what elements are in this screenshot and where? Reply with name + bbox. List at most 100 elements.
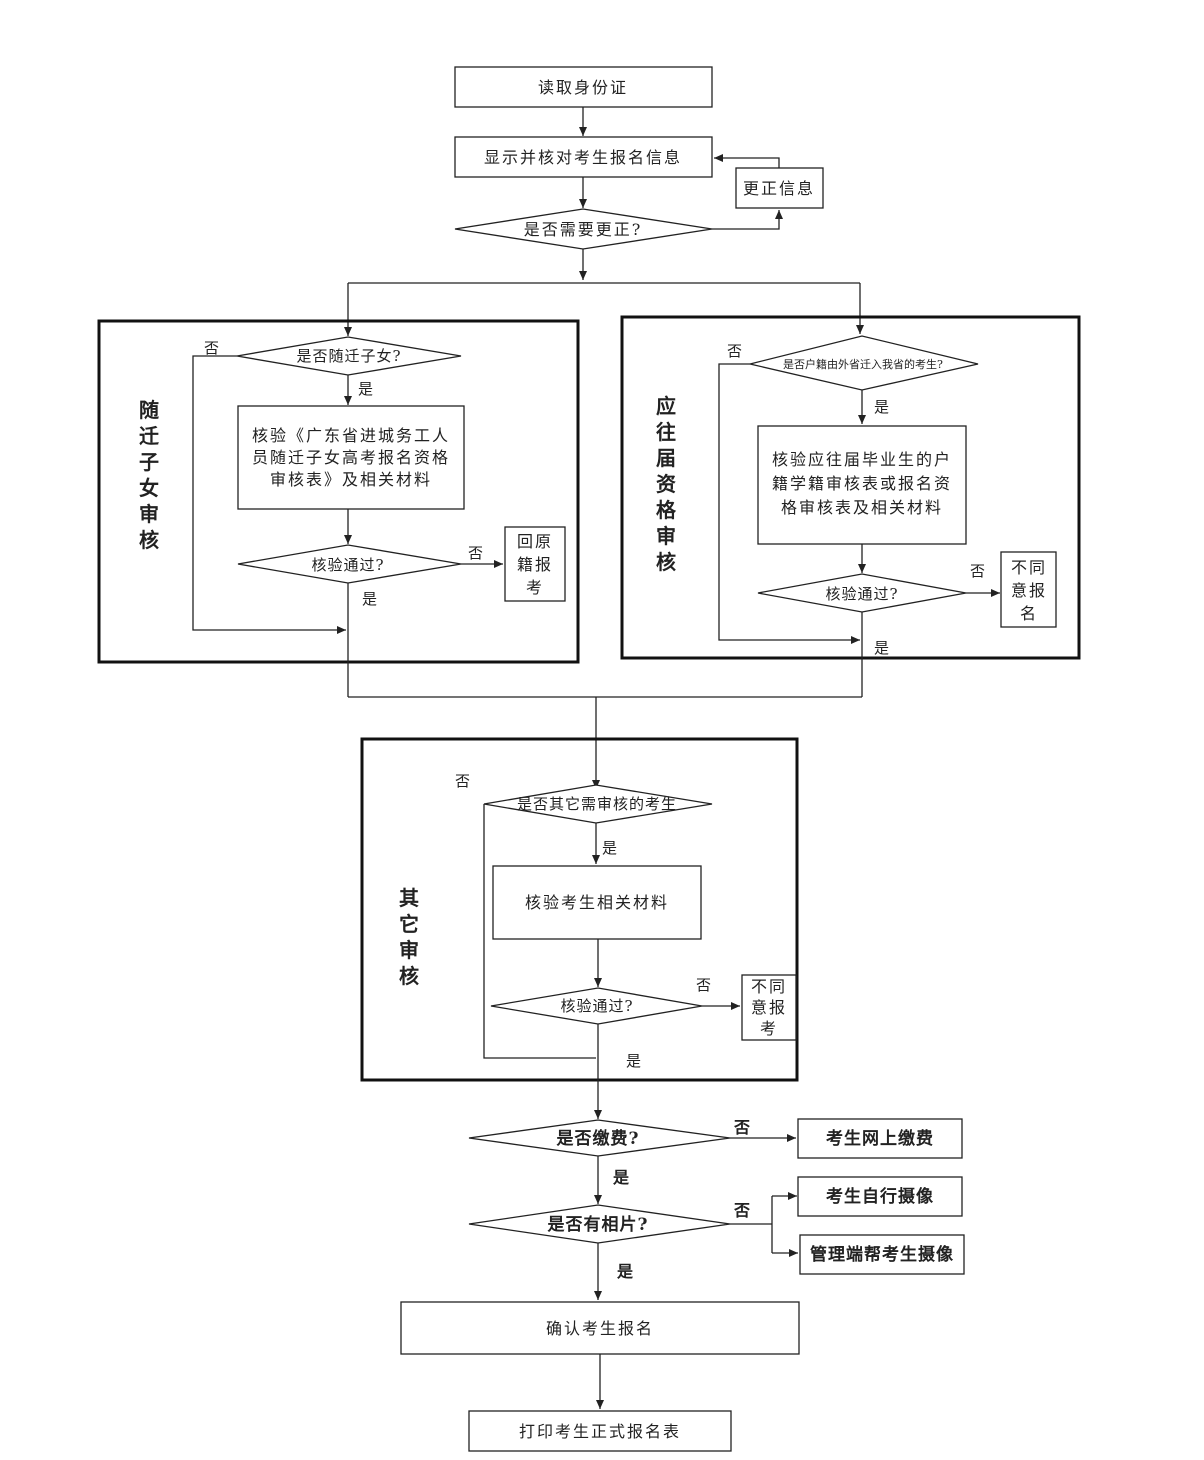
yes-label: 是 (602, 839, 617, 857)
edge-need-correct-to-correct (712, 210, 783, 230)
migrant-question-decision: 是否随迁子女? (236, 336, 462, 376)
photo-question-label: 是否有相片? (548, 1214, 649, 1235)
print-form-node: 打印考生正式报名表 (468, 1410, 732, 1452)
edge-fresh-no-bypass (718, 363, 860, 644)
svg-text:核: 核 (399, 964, 419, 988)
migrant-section-title: 随 迁 子 女 审 核 (139, 398, 159, 552)
migrant-question-label: 是否随迁子女? (296, 347, 401, 365)
svg-text:籍报: 籍报 (517, 555, 553, 574)
migrant-pass-label: 核验通过? (311, 556, 384, 574)
other-verify-label: 核验考生相关材料 (525, 893, 669, 912)
yes-label: 是 (612, 1168, 629, 1187)
svg-text:应: 应 (656, 394, 676, 418)
svg-text:它: 它 (399, 912, 419, 936)
svg-text:格: 格 (656, 498, 677, 522)
svg-text:格审核表及相关材料: 格审核表及相关材料 (781, 498, 943, 517)
yes-label: 是 (874, 639, 889, 657)
no-label: 否 (455, 772, 470, 790)
svg-text:审核表》及相关材料: 审核表》及相关材料 (270, 470, 432, 489)
no-label: 否 (970, 562, 985, 580)
svg-text:名: 名 (1020, 604, 1038, 623)
photo-decision: 是否有相片? (468, 1204, 731, 1244)
display-verify-node: 显示并核对考生报名信息 (454, 136, 713, 178)
fresh-pass-decision: 核验通过? (757, 573, 967, 613)
no-label: 否 (696, 976, 711, 994)
svg-text:审: 审 (656, 524, 676, 548)
online-fee-label: 考生网上缴费 (825, 1128, 934, 1149)
other-pass-label: 核验通过? (560, 997, 633, 1015)
confirm-label: 确认考生报名 (546, 1319, 654, 1338)
no-label: 否 (204, 339, 219, 357)
admin-photo-label: 管理端帮考生摄像 (810, 1244, 954, 1265)
svg-text:往: 往 (656, 420, 676, 444)
svg-text:考: 考 (526, 578, 544, 597)
svg-text:审: 审 (139, 502, 159, 526)
svg-text:资: 资 (656, 472, 676, 496)
fresh-pass-label: 核验通过? (825, 585, 898, 603)
admin-photo-node: 管理端帮考生摄像 (799, 1234, 965, 1275)
need-correct-label: 是否需要更正? (524, 220, 643, 239)
svg-text:其: 其 (399, 886, 419, 910)
self-photo-node: 考生自行摄像 (797, 1176, 963, 1217)
other-section-title: 其 它 审 核 (399, 886, 419, 988)
fee-decision: 是否缴费? (468, 1119, 731, 1157)
svg-text:核验《广东省进城务工人: 核验《广东省进城务工人 (252, 426, 450, 445)
display-verify-label: 显示并核对考生报名信息 (484, 148, 682, 167)
confirm-node: 确认考生报名 (400, 1301, 800, 1355)
other-verify-node: 核验考生相关材料 (492, 865, 702, 940)
print-form-label: 打印考生正式报名表 (519, 1422, 681, 1441)
edge-correct-back-to-display (714, 154, 780, 168)
yes-label: 是 (358, 380, 373, 398)
svg-text:届: 届 (656, 446, 676, 470)
svg-text:不同: 不同 (751, 977, 787, 996)
svg-text:核验应往届毕业生的户: 核验应往届毕业生的户 (772, 450, 952, 469)
svg-text:考: 考 (760, 1019, 778, 1038)
svg-text:核: 核 (656, 550, 676, 574)
svg-text:不同: 不同 (1011, 558, 1047, 577)
other-question-decision: 是否其它需审核的考生 (483, 784, 713, 824)
svg-text:女: 女 (139, 476, 159, 500)
edge-migrant-no-bypass (192, 355, 346, 634)
other-pass-decision: 核验通过? (490, 987, 703, 1025)
fresh-verify-node: 核验应往届毕业生的户 籍学籍审核表或报名资 格审核表及相关材料 (757, 425, 967, 545)
migrant-pass-decision: 核验通过? (237, 544, 462, 584)
svg-text:籍学籍审核表或报名资: 籍学籍审核表或报名资 (772, 474, 952, 493)
no-label: 否 (733, 1201, 750, 1220)
yes-label: 是 (874, 398, 889, 416)
svg-text:迁: 迁 (139, 424, 159, 448)
other-reject-node: 不同 意报 考 (741, 974, 797, 1041)
svg-text:随: 随 (139, 398, 159, 422)
yes-label: 是 (626, 1052, 641, 1070)
migrant-review-frame (97, 319, 580, 664)
correct-info-node: 更正信息 (735, 167, 824, 209)
no-label: 否 (727, 342, 742, 360)
fresh-reject-node: 不同 意报 名 (1000, 551, 1057, 628)
fresh-section-title: 应 往 届 资 格 审 核 (656, 394, 677, 574)
no-label: 否 (468, 544, 483, 562)
correct-info-label: 更正信息 (743, 179, 815, 198)
other-question-label: 是否其它需审核的考生 (517, 795, 677, 813)
migrant-verify-node: 核验《广东省进城务工人 员随迁子女高考报名资格 审核表》及相关材料 (237, 405, 465, 510)
online-fee-node: 考生网上缴费 (797, 1118, 963, 1159)
fresh-question-label: 是否户籍由外省迁入我省的考生? (783, 357, 943, 371)
read-id-node: 读取身份证 (454, 66, 713, 108)
svg-text:意报: 意报 (1011, 581, 1047, 600)
svg-text:审: 审 (399, 938, 419, 962)
fee-question-label: 是否缴费? (557, 1128, 640, 1149)
yes-label: 是 (616, 1262, 633, 1281)
read-id-label: 读取身份证 (538, 78, 628, 97)
fresh-review-frame (620, 315, 1081, 660)
no-label: 否 (733, 1118, 750, 1137)
fresh-question-decision: 是否户籍由外省迁入我省的考生? (749, 335, 979, 391)
edge-other-no-bypass (483, 804, 596, 1059)
svg-text:回原: 回原 (517, 532, 553, 551)
svg-text:意报: 意报 (751, 998, 787, 1017)
svg-text:核: 核 (139, 528, 159, 552)
return-origin-node: 回原 籍报 考 (504, 526, 566, 602)
svg-text:子: 子 (139, 450, 159, 474)
need-correct-decision: 是否需要更正? (454, 208, 713, 250)
svg-text:员随迁子女高考报名资格: 员随迁子女高考报名资格 (252, 448, 450, 467)
yes-label: 是 (362, 590, 377, 608)
other-review-frame (360, 737, 799, 1082)
